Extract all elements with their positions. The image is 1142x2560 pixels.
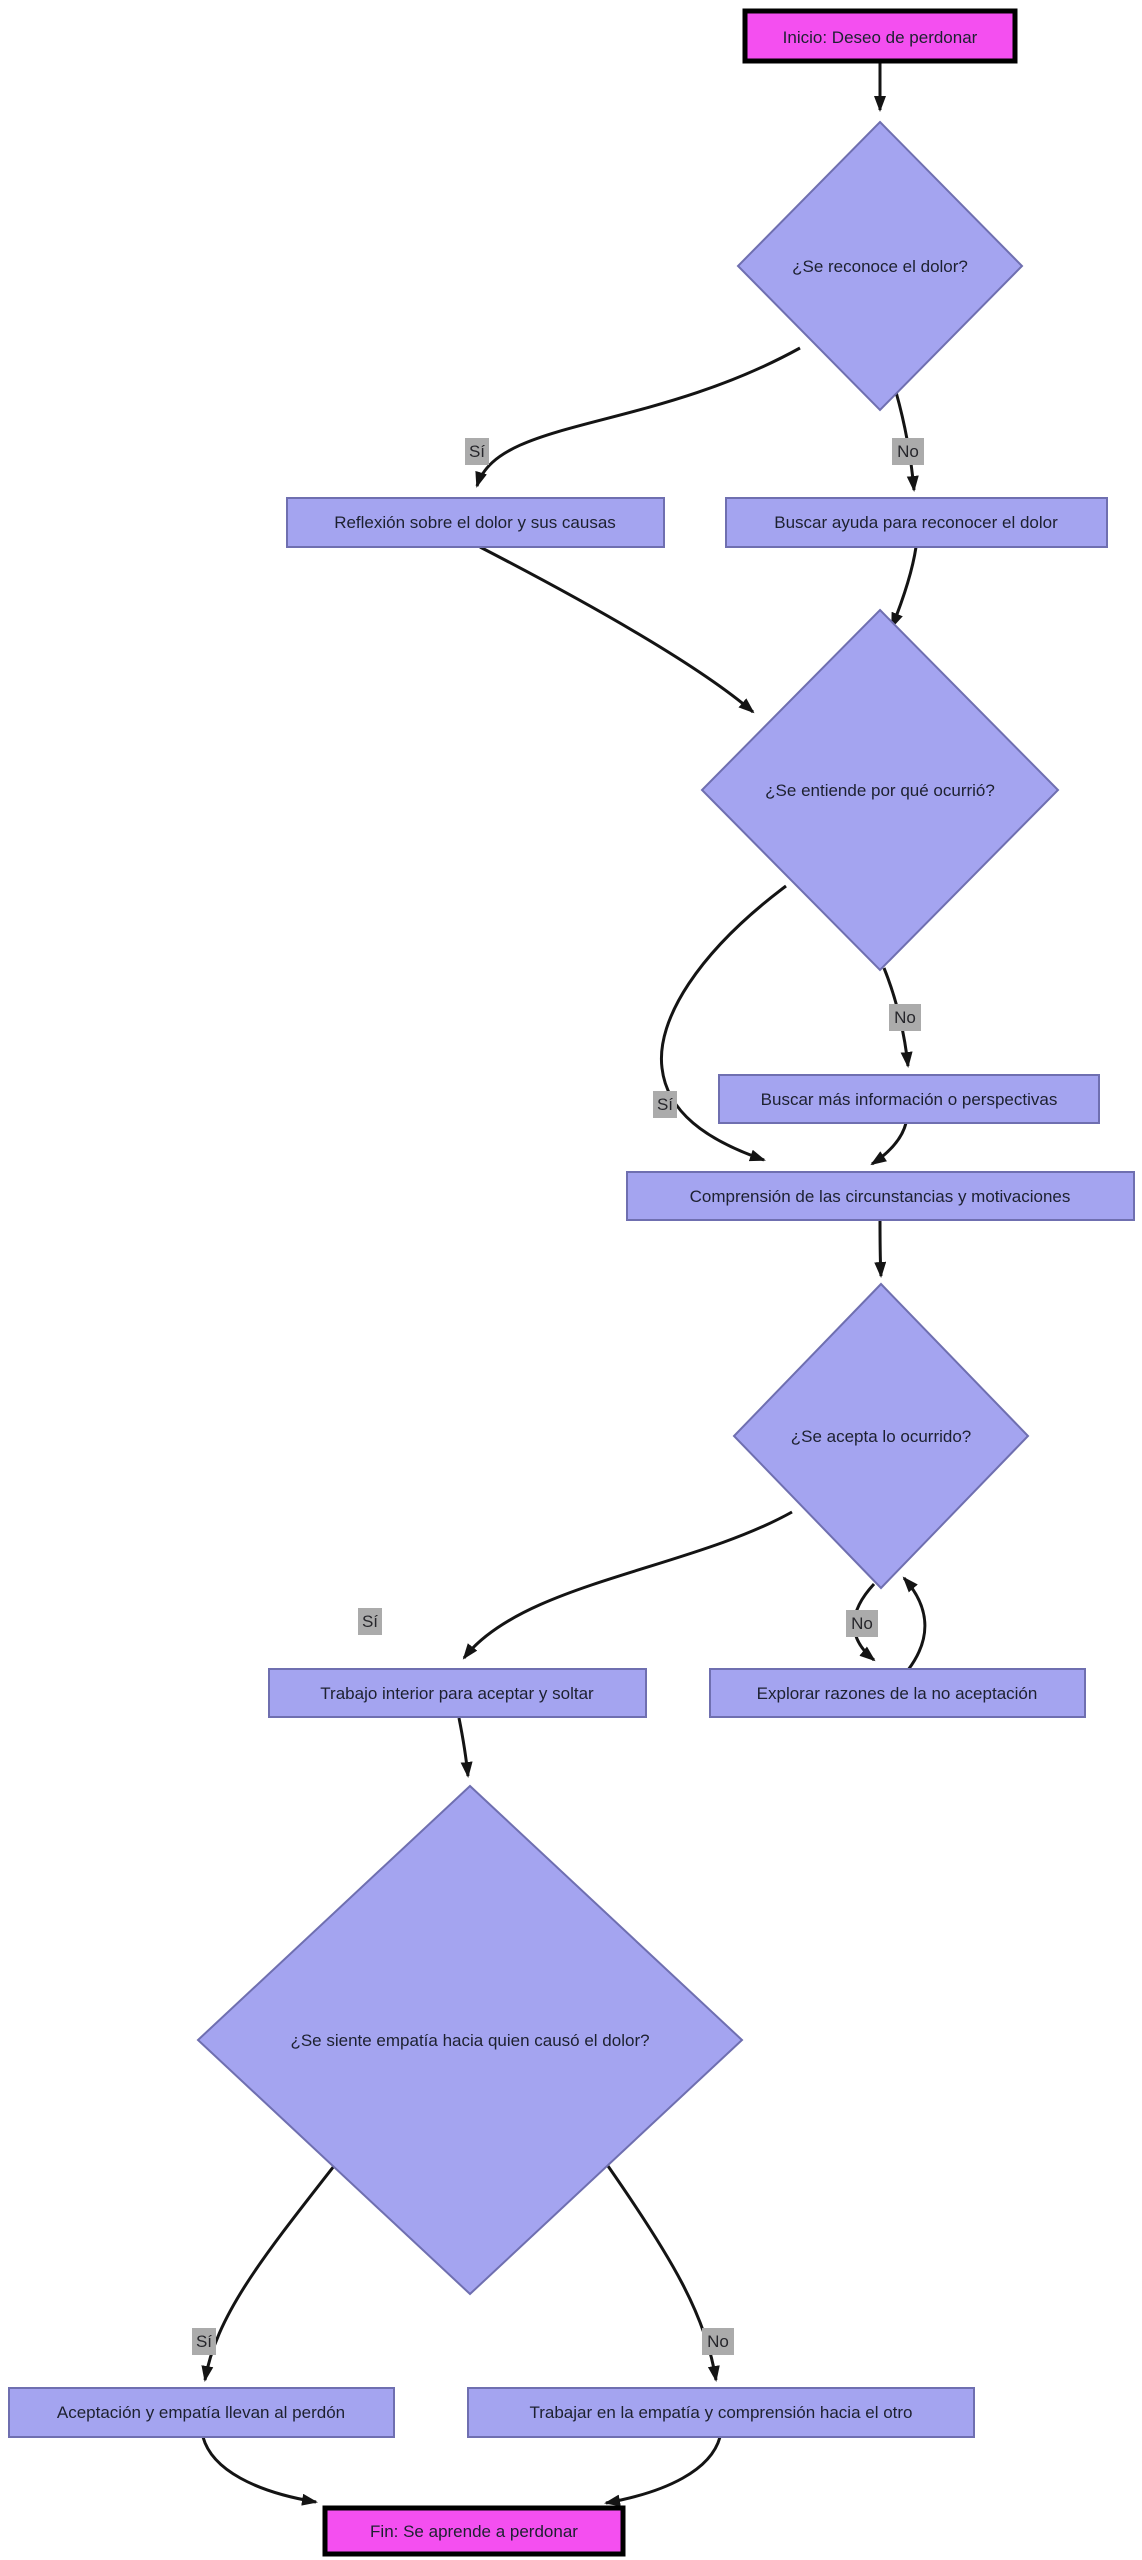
node-start-shape xyxy=(742,8,1018,64)
edge-label-si-2: Sí xyxy=(657,1095,673,1114)
node-reconoce-shape xyxy=(736,120,1024,412)
edge-label-bg-no-2 xyxy=(889,1004,921,1031)
edge-label-bg-no-3 xyxy=(846,1610,878,1637)
edge-reflexion-entiende xyxy=(479,545,755,714)
node-reconoce-label: ¿Se reconoce el dolor? xyxy=(792,257,968,276)
node-start-label: Inicio: Deseo de perdonar xyxy=(783,28,978,47)
node-trabajar-shape xyxy=(467,2387,975,2438)
node-explorar-shape xyxy=(709,1668,1086,1718)
edge-label-si-3: Sí xyxy=(362,1612,378,1631)
node-aceptacion-label: Aceptación y empatía llevan al perdón xyxy=(57,2403,345,2422)
edge-label-si-1: Sí xyxy=(469,442,485,461)
node-buscar-mas-label: Buscar más información o perspectivas xyxy=(761,1090,1058,1109)
edge-label-si-4: Sí xyxy=(196,2332,212,2351)
edge-label-no-3: No xyxy=(851,1614,873,1633)
edge-aceptacion-fin xyxy=(201,2436,318,2506)
edge-labels-layer: Sí No Sí No Sí No Sí No xyxy=(192,438,924,2355)
edge-explorar-acepta-loop xyxy=(902,1576,927,1671)
edge-entiende-comprension-si xyxy=(659,884,787,1162)
edge-label-bg-si-3 xyxy=(358,1608,382,1635)
edge-label-bg-no-4 xyxy=(702,2328,734,2355)
node-trabajo-interior-shape xyxy=(268,1668,647,1718)
edge-label-bg-no-1 xyxy=(892,438,924,465)
node-acepta-label: ¿Se acepta lo ocurrido? xyxy=(791,1427,972,1446)
edge-label-no-1: No xyxy=(897,442,919,461)
node-trabajo-interior-label: Trabajo interior para aceptar y soltar xyxy=(320,1684,594,1703)
node-empatia-shape xyxy=(196,1784,744,2296)
edge-empatia-trabajar-no xyxy=(606,2165,720,2382)
edge-acepta-trabajo-si xyxy=(462,1510,793,1660)
edge-label-bg-si-4 xyxy=(192,2328,216,2355)
node-fin-shape xyxy=(322,2505,626,2557)
node-empatia-label: ¿Se siente empatía hacia quien causó el … xyxy=(290,2031,649,2050)
node-entiende-shape xyxy=(700,608,1060,972)
edge-label-no-2: No xyxy=(894,1008,916,1027)
edge-comprension-acepta xyxy=(874,1219,887,1278)
nodes-layer xyxy=(8,8,1135,2557)
node-acepta-shape xyxy=(732,1282,1030,1590)
node-reflexion-label: Reflexión sobre el dolor y sus causas xyxy=(334,513,616,532)
node-reflexion-shape xyxy=(286,497,665,548)
node-buscar-ayuda-label: Buscar ayuda para reconocer el dolor xyxy=(774,513,1058,532)
edge-trabajo-empatia xyxy=(457,1717,473,1778)
node-comprension-label: Comprensión de las circunstancias y moti… xyxy=(690,1187,1071,1206)
edge-buscar-mas-comprension xyxy=(870,1122,908,1166)
node-fin-label: Fin: Se aprende a perdonar xyxy=(370,2522,578,2541)
edge-trabajar-fin xyxy=(604,2436,722,2507)
edge-empatia-aceptacion-si xyxy=(201,2165,336,2382)
edge-label-bg-si-1 xyxy=(465,438,489,465)
edges-layer xyxy=(201,63,927,2507)
edge-reconoce-reflexion-si xyxy=(475,346,801,488)
edge-label-no-4: No xyxy=(707,2332,729,2351)
node-explorar-label: Explorar razones de la no aceptación xyxy=(757,1684,1038,1703)
node-buscar-ayuda-shape xyxy=(725,497,1108,548)
node-trabajar-label: Trabajar en la empatía y comprensión hac… xyxy=(529,2403,912,2422)
edge-label-bg-si-2 xyxy=(653,1091,677,1118)
node-labels-layer: Inicio: Deseo de perdonar ¿Se reconoce e… xyxy=(57,28,1071,2541)
node-aceptacion-shape xyxy=(8,2387,395,2438)
node-comprension-shape xyxy=(626,1171,1135,1221)
node-buscar-mas-shape xyxy=(718,1074,1100,1124)
node-entiende-label: ¿Se entiende por qué ocurrió? xyxy=(765,781,995,800)
edge-buscar-ayuda-entiende xyxy=(890,546,918,629)
